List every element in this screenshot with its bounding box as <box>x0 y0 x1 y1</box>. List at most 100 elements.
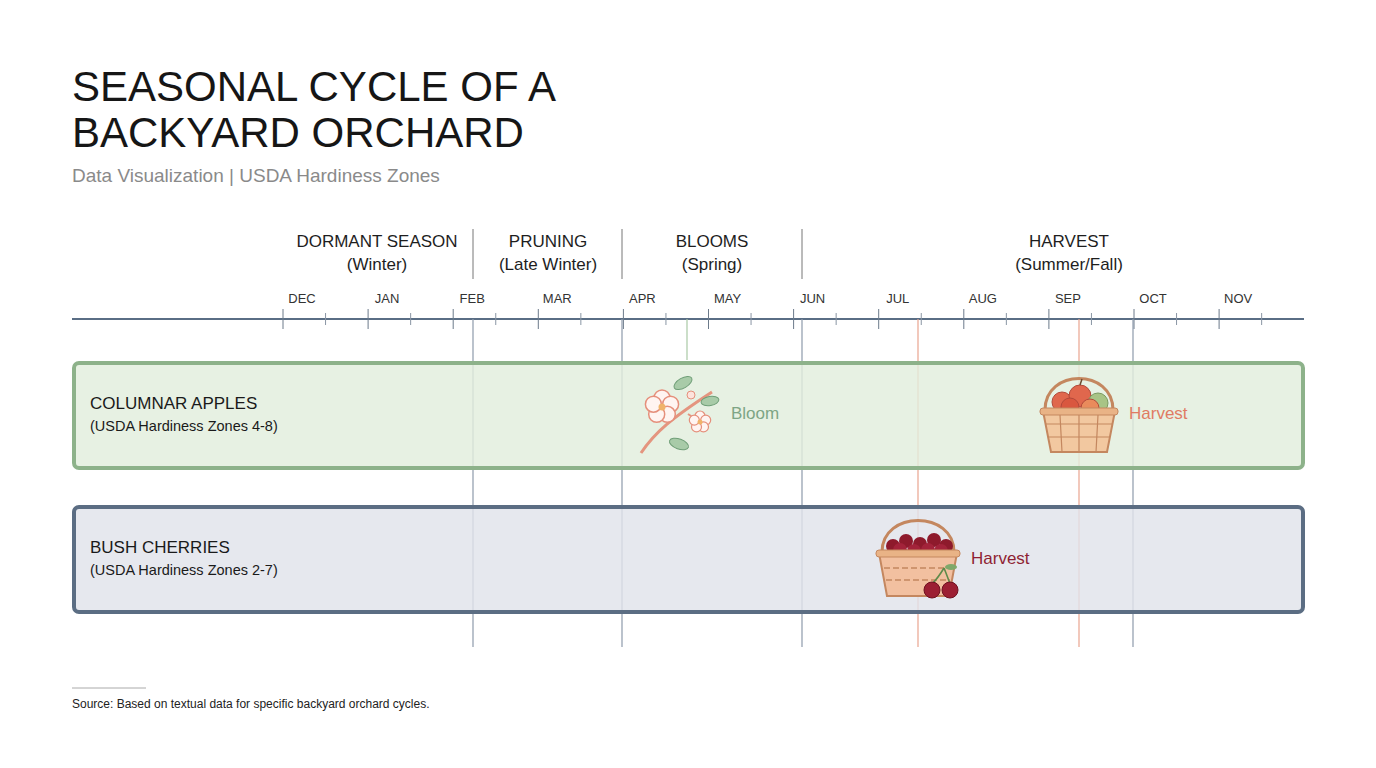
header-separator <box>622 229 623 279</box>
petal <box>663 396 679 412</box>
month-label: JAN <box>375 292 400 307</box>
petal <box>699 422 709 432</box>
leaf <box>668 436 690 452</box>
petal <box>645 396 661 412</box>
zone-range: (USDA Hardiness Zones 2-7) <box>90 562 278 579</box>
cherry <box>913 537 927 551</box>
month-label: MAY <box>714 292 741 307</box>
crop-band: COLUMNAR APPLES (USDA Hardiness Zones 4-8… <box>72 361 1305 470</box>
phase-header: (Winter) <box>347 255 407 275</box>
header-separator <box>802 229 803 279</box>
month-label: APR <box>629 292 656 307</box>
month-label: JUN <box>800 292 825 307</box>
chart-title: SEASONAL CYCLE OF A BACKYARD ORCHARD <box>72 64 632 156</box>
month-label: OCT <box>1139 292 1166 307</box>
petal <box>659 406 675 422</box>
cherry <box>934 544 948 558</box>
phase-header: PRUNING <box>509 232 587 252</box>
month-tick <box>538 309 539 329</box>
half-month-tick <box>836 313 837 325</box>
cherry <box>942 582 958 598</box>
month-label: FEB <box>460 292 485 307</box>
crop-name: COLUMNAR APPLES <box>90 394 257 414</box>
half-month-tick <box>751 313 752 325</box>
cherry <box>921 543 935 557</box>
phase-divider <box>686 319 687 360</box>
half-month-tick <box>1091 313 1092 325</box>
crop-name: BUSH CHERRIES <box>90 538 230 558</box>
phase-header: DORMANT SEASON <box>296 232 457 252</box>
petal <box>695 411 705 421</box>
month-label: SEP <box>1055 292 1081 307</box>
phase-header: (Spring) <box>682 255 742 275</box>
flower-center <box>659 404 666 411</box>
cherry <box>893 543 907 557</box>
branch <box>641 392 712 453</box>
basket-handle <box>1045 379 1113 411</box>
half-month-tick <box>495 313 496 325</box>
stage-label: Harvest <box>971 549 1030 569</box>
subtitle: Data Visualization | USDA Hardiness Zone… <box>72 165 440 187</box>
apple <box>1069 385 1091 407</box>
basket-handle <box>882 521 954 553</box>
phase-header: HARVEST <box>1029 232 1109 252</box>
month-label: DEC <box>288 292 315 307</box>
petal <box>689 415 699 425</box>
month-label: JUL <box>886 292 909 307</box>
apple-basket-icon <box>1040 379 1118 453</box>
apple <box>1081 399 1099 417</box>
half-month-tick <box>921 313 922 325</box>
petal <box>701 415 711 425</box>
petal <box>649 406 665 422</box>
half-month-tick <box>1176 313 1177 325</box>
phase-header: (Summer/Fall) <box>1015 255 1123 275</box>
month-tick <box>793 309 794 329</box>
basket-rim <box>876 550 960 557</box>
phase-header: (Late Winter) <box>499 255 597 275</box>
stage-label: Bloom <box>731 404 779 424</box>
basket-body <box>879 553 957 596</box>
twig <box>688 414 700 422</box>
basket-body <box>1043 411 1115 452</box>
half-month-tick <box>665 313 666 325</box>
petal <box>692 422 702 432</box>
cherry <box>939 539 953 553</box>
phase-header: BLOOMS <box>676 232 749 252</box>
cherry-basket-icon <box>876 521 960 599</box>
bud <box>687 391 695 399</box>
header-separator <box>473 229 474 279</box>
petal <box>654 390 670 406</box>
basket-weave <box>1046 415 1112 452</box>
caption-rule <box>72 688 146 689</box>
crop-band: BUSH CHERRIES (USDA Hardiness Zones 2-7) H… <box>72 505 1305 614</box>
month-tick <box>283 309 284 329</box>
month-label: NOV <box>1224 292 1252 307</box>
apple <box>1061 398 1079 416</box>
cherry <box>907 544 921 558</box>
time-axis <box>72 318 1304 320</box>
half-month-tick <box>1006 313 1007 325</box>
flower-center <box>698 420 703 425</box>
month-tick <box>1048 309 1049 329</box>
month-tick <box>963 309 964 329</box>
cherry <box>886 539 900 553</box>
month-tick <box>453 309 454 329</box>
apple-stem <box>1080 379 1082 385</box>
apple <box>1052 392 1072 412</box>
stage-label: Harvest <box>1129 404 1188 424</box>
source-note: Source: Based on textual data for specif… <box>72 698 430 712</box>
month-tick <box>623 309 624 329</box>
half-month-tick <box>1261 313 1262 325</box>
leaf <box>672 374 694 393</box>
cherry <box>899 534 913 548</box>
cherry <box>924 582 940 598</box>
month-label: MAR <box>543 292 572 307</box>
cherry-stem <box>932 568 950 584</box>
blossom-icon <box>641 374 720 453</box>
half-month-tick <box>325 313 326 325</box>
zone-range: (USDA Hardiness Zones 4-8) <box>90 418 278 435</box>
